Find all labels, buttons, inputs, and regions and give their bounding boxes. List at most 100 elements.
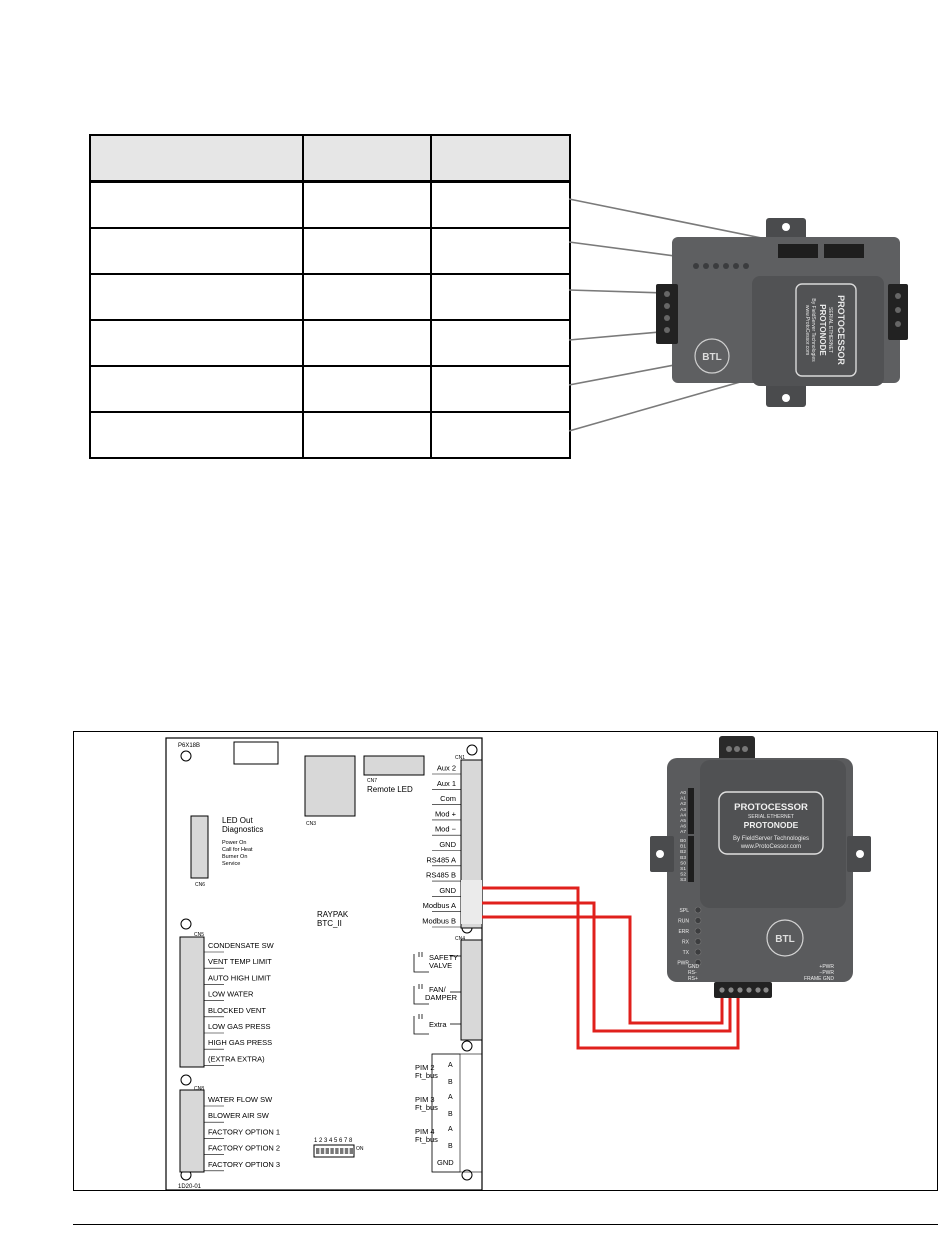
led-label: SPL (680, 908, 690, 914)
table-cell (89, 319, 304, 367)
status-led (694, 959, 702, 966)
table-row (89, 227, 571, 275)
terminal-label: RS485 B (426, 871, 456, 880)
fan-damper-label: FAN/ (429, 985, 447, 994)
ftbus-label: PIM 3 (415, 1095, 435, 1104)
b-terminal-label: S0 (680, 860, 686, 866)
device-lid (752, 276, 884, 386)
table-cell (302, 227, 432, 275)
b-terminal-label: B0 (680, 838, 686, 844)
input-label: LOW WATER (208, 990, 254, 999)
board-mount-hole (180, 1074, 192, 1086)
url-text: www.ProtoCessor.com (740, 844, 801, 850)
led-out-item: Power On (222, 840, 246, 846)
brand-text-2: PROTONODE (744, 820, 799, 830)
ftbus-b-label: B (448, 1111, 453, 1118)
modbus-wires (482, 886, 740, 1050)
mounting-hole (782, 394, 790, 402)
board-mount-hole (180, 918, 192, 930)
dip-cell[interactable] (316, 1148, 320, 1154)
input-label: BLOWER AIR SW (208, 1111, 270, 1120)
terminal-label: Aux 1 (437, 779, 456, 788)
extra-label: Extra (429, 1020, 447, 1029)
by-line: By FieldServer Technologies (733, 836, 809, 842)
power-label: −PWR (819, 970, 834, 976)
cn8-label: CN8 (194, 1086, 204, 1092)
by-line: By FieldServer Technologies (810, 298, 816, 362)
status-led (694, 906, 702, 914)
dip-cell[interactable] (320, 1148, 325, 1154)
table-cell (430, 180, 571, 229)
table-cell (89, 180, 304, 229)
table-cell (89, 273, 304, 321)
input-label: (EXTRA EXTRA) (208, 1054, 265, 1063)
led-out-item: Service (222, 861, 240, 867)
status-led (694, 917, 702, 924)
dip-cell[interactable] (344, 1148, 349, 1154)
led-label: RUN (678, 919, 689, 925)
relay-contacts (413, 952, 461, 1035)
input-label: FACTORY OPTION 1 (208, 1127, 280, 1136)
wire-gnd-tail (578, 997, 740, 1050)
input-label: HIGH GAS PRESS (208, 1038, 272, 1047)
table-row (89, 180, 571, 229)
led-label: PWR (677, 961, 689, 967)
safety-valve-label: SAFETY (429, 953, 458, 962)
a-terminal-label: A5 (680, 818, 686, 824)
cn5-label: CN5 (194, 932, 204, 938)
led-out-item: Burner On (222, 854, 247, 860)
gnd-bottom-label: GND (437, 1158, 454, 1167)
bottom-terminal-block (714, 982, 772, 998)
bus-label: RS+ (688, 976, 698, 982)
device-label (795, 283, 857, 377)
input-label: BLOCKED VENT (208, 1006, 266, 1015)
wire-modbus-b (482, 915, 724, 1025)
a-terminal-label: A1 (680, 796, 686, 802)
led-description-table (89, 134, 571, 459)
board-model: RAYPAK (317, 910, 349, 919)
table-cell (89, 227, 304, 275)
dip-cell[interactable] (330, 1148, 334, 1154)
table-cell (89, 411, 304, 459)
left-connector (656, 284, 678, 344)
protonode-device: PROTOCESSOR SERIAL ETHERNET PROTONODE By… (650, 736, 871, 998)
remote-led-label: Remote LED (367, 785, 413, 794)
cn3-label: CN3 (306, 821, 316, 827)
power-label: FRAME GND (804, 976, 834, 982)
url-text: www.ProtoCessor.com (804, 305, 810, 355)
status-led (694, 938, 702, 945)
cn8-rows: WATER FLOW SW BLOWER AIR SW FACTORY OPTION… (204, 1095, 280, 1172)
led-out-title: LED Out (222, 816, 253, 825)
terminal-strip (824, 244, 864, 258)
led-out-subtitle: Diagnostics (222, 825, 263, 834)
cn8-terminal-strip (179, 1089, 205, 1173)
a-terminal-label: A2 (680, 801, 686, 807)
cn4-label: CN4 (455, 936, 465, 942)
btl-badge (694, 338, 730, 374)
table-cell (430, 319, 571, 367)
table-row (89, 411, 571, 459)
a-terminal-label: A4 (680, 812, 686, 818)
dip-cell[interactable] (325, 1148, 329, 1154)
input-label: WATER FLOW SW (208, 1095, 273, 1104)
btl-text: BTL (775, 934, 794, 945)
cn4-terminal-strip (460, 939, 483, 1041)
table-cell (302, 273, 432, 321)
led-label: RX (682, 940, 690, 946)
table-cell (302, 319, 432, 367)
table-cell (430, 273, 571, 321)
dip-numbers: 1 2 3 4 5 6 7 8 (314, 1138, 353, 1144)
dip-cell[interactable] (340, 1148, 344, 1154)
led-label: ERR (678, 929, 689, 935)
power-label: +PWR (819, 964, 834, 970)
ftbus-label: PIM 4 (415, 1127, 435, 1136)
dip-cell[interactable] (349, 1148, 353, 1154)
brand-subtext: SERIAL ETHERNET (827, 307, 833, 353)
brand-text: PROTOCESSOR (836, 295, 846, 365)
dip-cell[interactable] (335, 1148, 339, 1154)
